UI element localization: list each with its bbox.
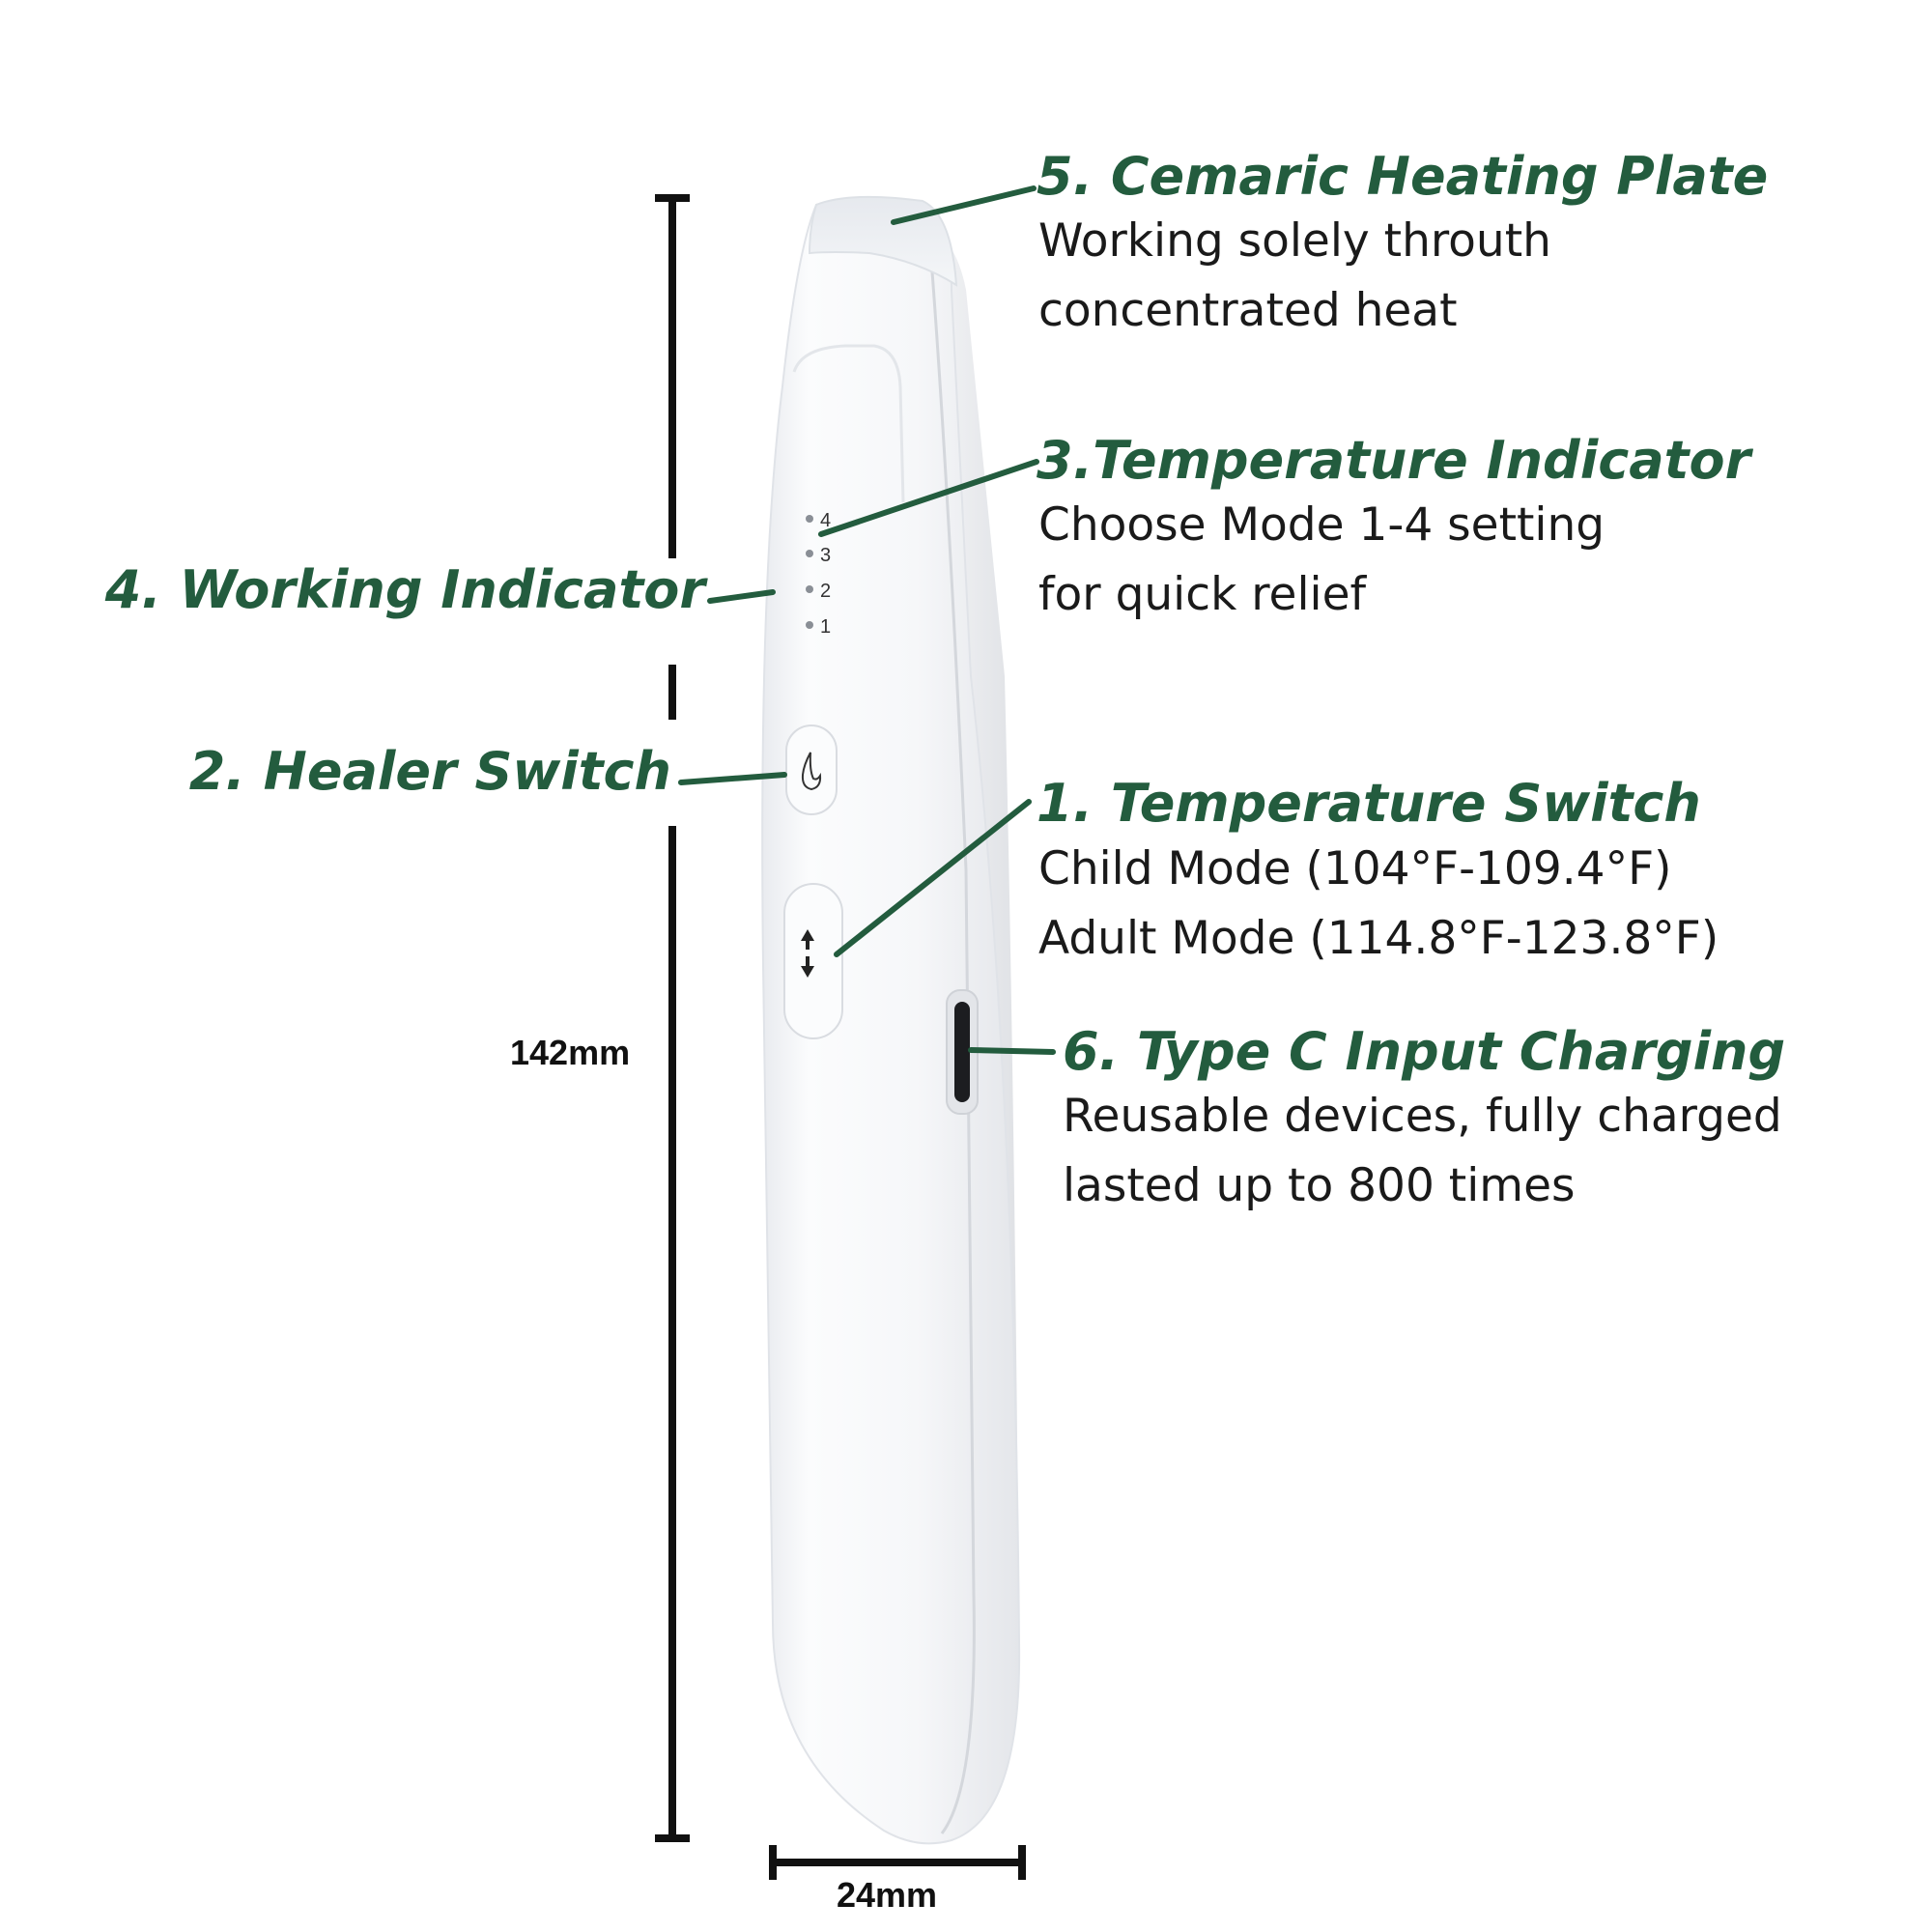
indicator-dot [806, 550, 813, 557]
healer-switch-button[interactable] [785, 724, 838, 815]
device-body [761, 195, 1021, 1845]
width-dimension-line [769, 1845, 1026, 1880]
leader-temperature-switch [834, 799, 1032, 957]
temperature-switch-description: Child Mode (104°F-109.4°F) Adult Mode (1… [1038, 835, 1719, 974]
leader-working-indicator [707, 589, 776, 604]
temperature-indicator-description: Choose Mode 1-4 setting for quick relief [1038, 491, 1605, 630]
heating-plate [808, 195, 958, 287]
indicator-dot [806, 621, 813, 629]
description-line: Choose Mode 1-4 setting [1038, 498, 1605, 552]
description-line: Adult Mode (114.8°F-123.8°F) [1038, 912, 1719, 965]
indicator-level-label: 3 [820, 545, 831, 566]
temperature-indicator-title: 3.Temperature Indicator [1037, 430, 1751, 491]
heating-plate-description: Working solely throuth concentrated heat [1038, 207, 1551, 346]
front-upper-panel [792, 344, 905, 503]
flame-icon [801, 752, 822, 791]
working-indicator-title: 4. Working Indicator [104, 559, 705, 620]
leader-temperature-indicator [818, 459, 1039, 537]
indicator-level-label: 1 [820, 616, 831, 638]
description-line: Child Mode (104°F-109.4°F) [1038, 842, 1672, 895]
leader-heating-plate [891, 185, 1037, 225]
device-front-shell [761, 197, 1021, 1845]
temperature-switch-button[interactable] [783, 883, 843, 1039]
heating-plate-title: 5. Cemaric Heating Plate [1037, 146, 1769, 207]
type-c-port [946, 989, 979, 1115]
width-dimension-label: 24mm [837, 1875, 938, 1915]
description-line: for quick relief [1038, 568, 1367, 621]
description-line: concentrated heat [1038, 284, 1458, 337]
type-c-description: Reusable devices, fully charged lasted u… [1063, 1082, 1782, 1221]
healer-switch-title: 2. Healer Switch [188, 741, 671, 802]
leader-lines [678, 185, 1056, 1055]
description-line: Working solely throuth [1038, 214, 1551, 268]
height-dimension-line [655, 194, 690, 1842]
working-indicator-leds: 4 3 2 1 [806, 510, 831, 638]
leader-type-c [968, 1047, 1056, 1055]
indicator-dot [806, 585, 813, 593]
leader-healer-switch [678, 772, 787, 785]
indicator-level-label: 4 [820, 510, 831, 531]
description-line: lasted up to 800 times [1063, 1159, 1576, 1212]
up-down-arrows-icon [801, 929, 814, 978]
indicator-dot [806, 515, 813, 523]
description-line: Reusable devices, fully charged [1063, 1090, 1782, 1143]
indicator-level-label: 2 [820, 581, 831, 602]
temperature-switch-title: 1. Temperature Switch [1037, 773, 1701, 834]
height-dimension-label: 142mm [510, 1033, 631, 1072]
type-c-title: 6. Type C Input Charging [1063, 1021, 1786, 1082]
device-seam-line [928, 245, 976, 1834]
